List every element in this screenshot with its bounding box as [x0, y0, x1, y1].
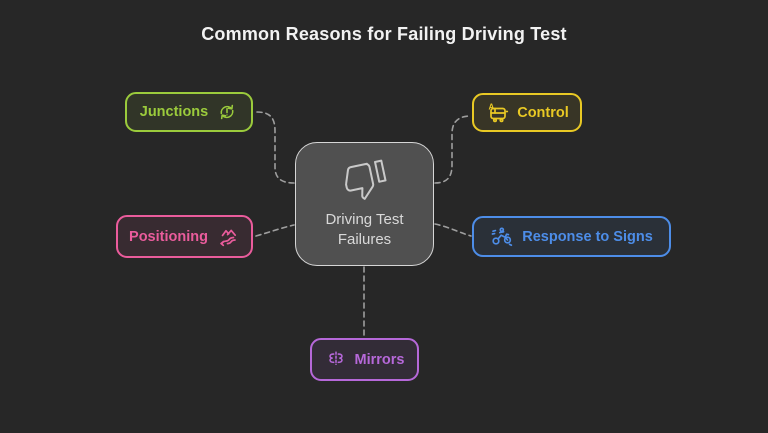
node-control-label: Control [517, 104, 569, 121]
node-response-to-signs[interactable]: Response to Signs [472, 216, 671, 257]
node-junctions[interactable]: Junctions [125, 92, 253, 132]
node-junctions-label: Junctions [139, 104, 209, 120]
node-mirrors[interactable]: Mirrors [310, 338, 419, 381]
learner-vehicle-icon: A [489, 102, 509, 122]
node-control[interactable]: A Control [472, 93, 582, 132]
roundabout-refresh-icon [220, 104, 234, 120]
node-positioning-label: Positioning [129, 228, 208, 245]
node-mirrors-label: Mirrors [354, 351, 405, 368]
center-node-label-line2: Failures [337, 230, 392, 248]
mirror-flip-icon [328, 350, 343, 365]
node-response-to-signs-label: Response to Signs [522, 228, 653, 245]
center-node-label-line1: Driving Test [325, 210, 404, 228]
svg-text:A: A [489, 102, 495, 111]
connector-center-control [434, 115, 472, 184]
diagram-title: Common Reasons for Failing Driving Test [201, 24, 567, 44]
connector-positioning-center [255, 224, 295, 237]
winding-road-icon [220, 229, 237, 246]
motorbike-rider-icon [491, 226, 513, 246]
connector-center-response [434, 223, 472, 237]
connector-junctions-center [256, 111, 295, 184]
node-positioning[interactable]: Positioning [116, 215, 253, 258]
thumbs-down-icon [344, 159, 386, 200]
center-node-driving-test-failures[interactable]: Driving Test Failures [295, 142, 434, 266]
